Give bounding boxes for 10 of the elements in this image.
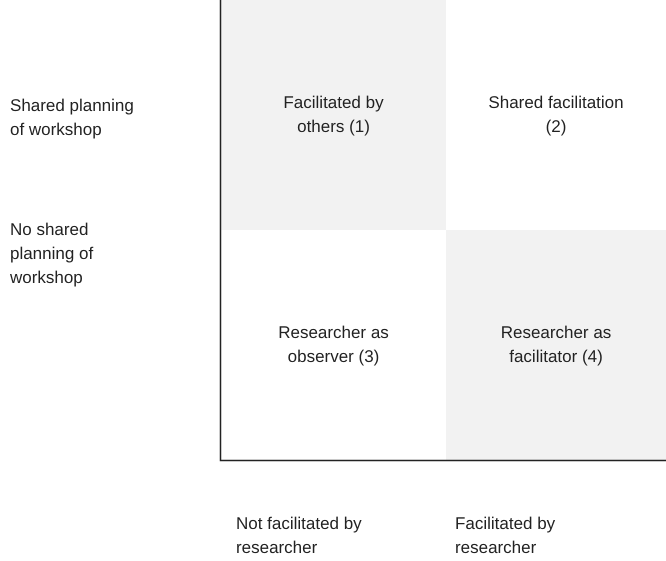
cell-text: Researcher as observer (3) (277, 322, 390, 368)
cell-text: Researcher as facilitator (4) (500, 322, 612, 368)
column-label: Not facilitated by researcher (236, 513, 363, 559)
row-label: Shared planning of workshop (10, 95, 135, 141)
cell-text: Shared facilitation (2) (487, 92, 625, 138)
quadrant-cell (221, 0, 446, 230)
column-label: Facilitated by researcher (455, 513, 556, 559)
cell-text: Facilitated by others (1) (282, 92, 385, 138)
row-label: No shared planning of workshop (10, 219, 94, 289)
quadrant-cell (446, 230, 666, 460)
